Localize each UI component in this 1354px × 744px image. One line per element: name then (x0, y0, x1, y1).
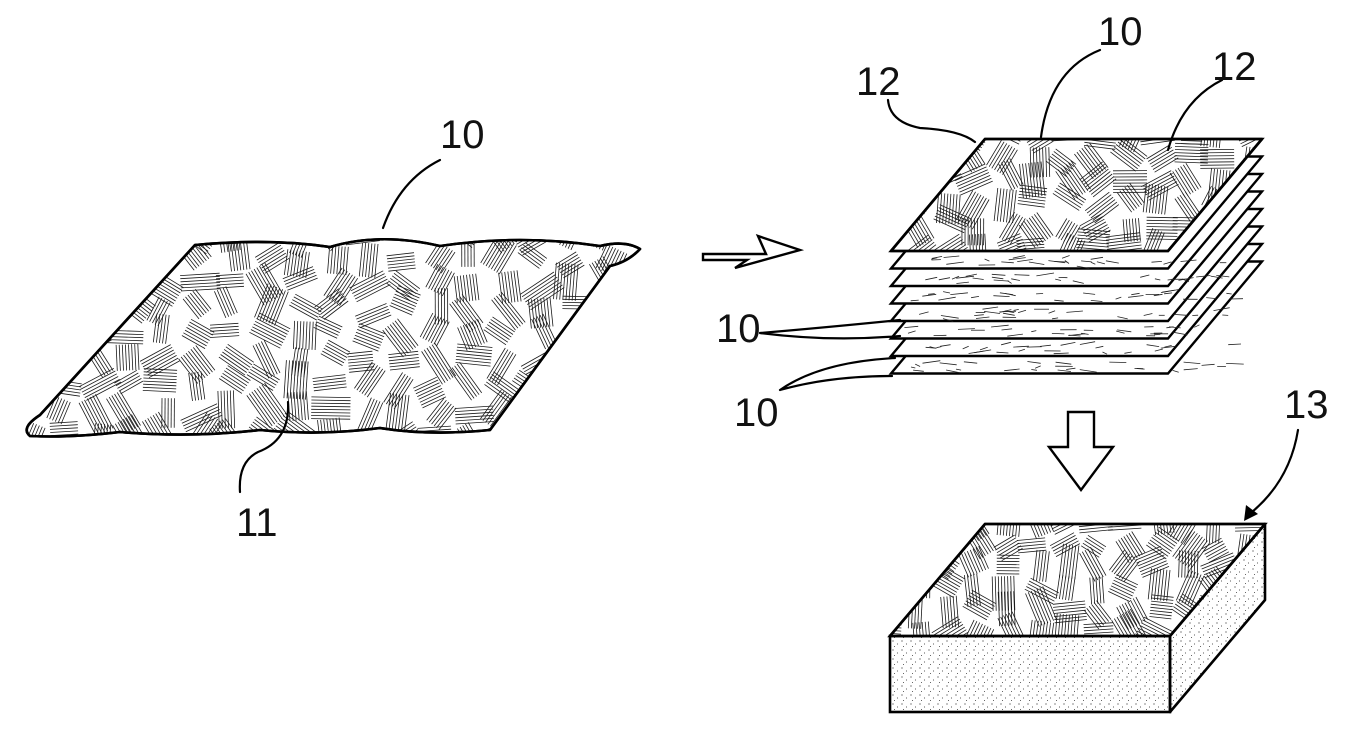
leader-sheet-10 (383, 160, 440, 228)
label-stack-edge-12-left: 12 (856, 60, 901, 104)
sheet-stack (865, 114, 1268, 374)
fiber-sheet (3, 210, 662, 462)
label-sheet-10: 10 (440, 113, 485, 157)
leader-block-13 (1252, 430, 1298, 512)
leader-stack-top-10 (1041, 50, 1100, 137)
label-stack-lower-10: 10 (734, 391, 779, 435)
process-arrow-down (1049, 412, 1113, 490)
label-stack-middle-10: 10 (716, 307, 761, 351)
block-front-face (890, 636, 1170, 712)
label-block-13: 13 (1284, 383, 1329, 427)
leader-stack-lower-10 (780, 358, 895, 390)
consolidated-block (864, 500, 1265, 712)
leader-stack-middle-10 (760, 320, 900, 338)
process-arrow-right (703, 236, 800, 268)
leader-stack-edge-12-left (888, 100, 975, 142)
label-stack-top-10: 10 (1098, 10, 1143, 54)
label-texture-11: 11 (236, 501, 278, 545)
label-stack-edge-12-right: 12 (1212, 45, 1257, 89)
